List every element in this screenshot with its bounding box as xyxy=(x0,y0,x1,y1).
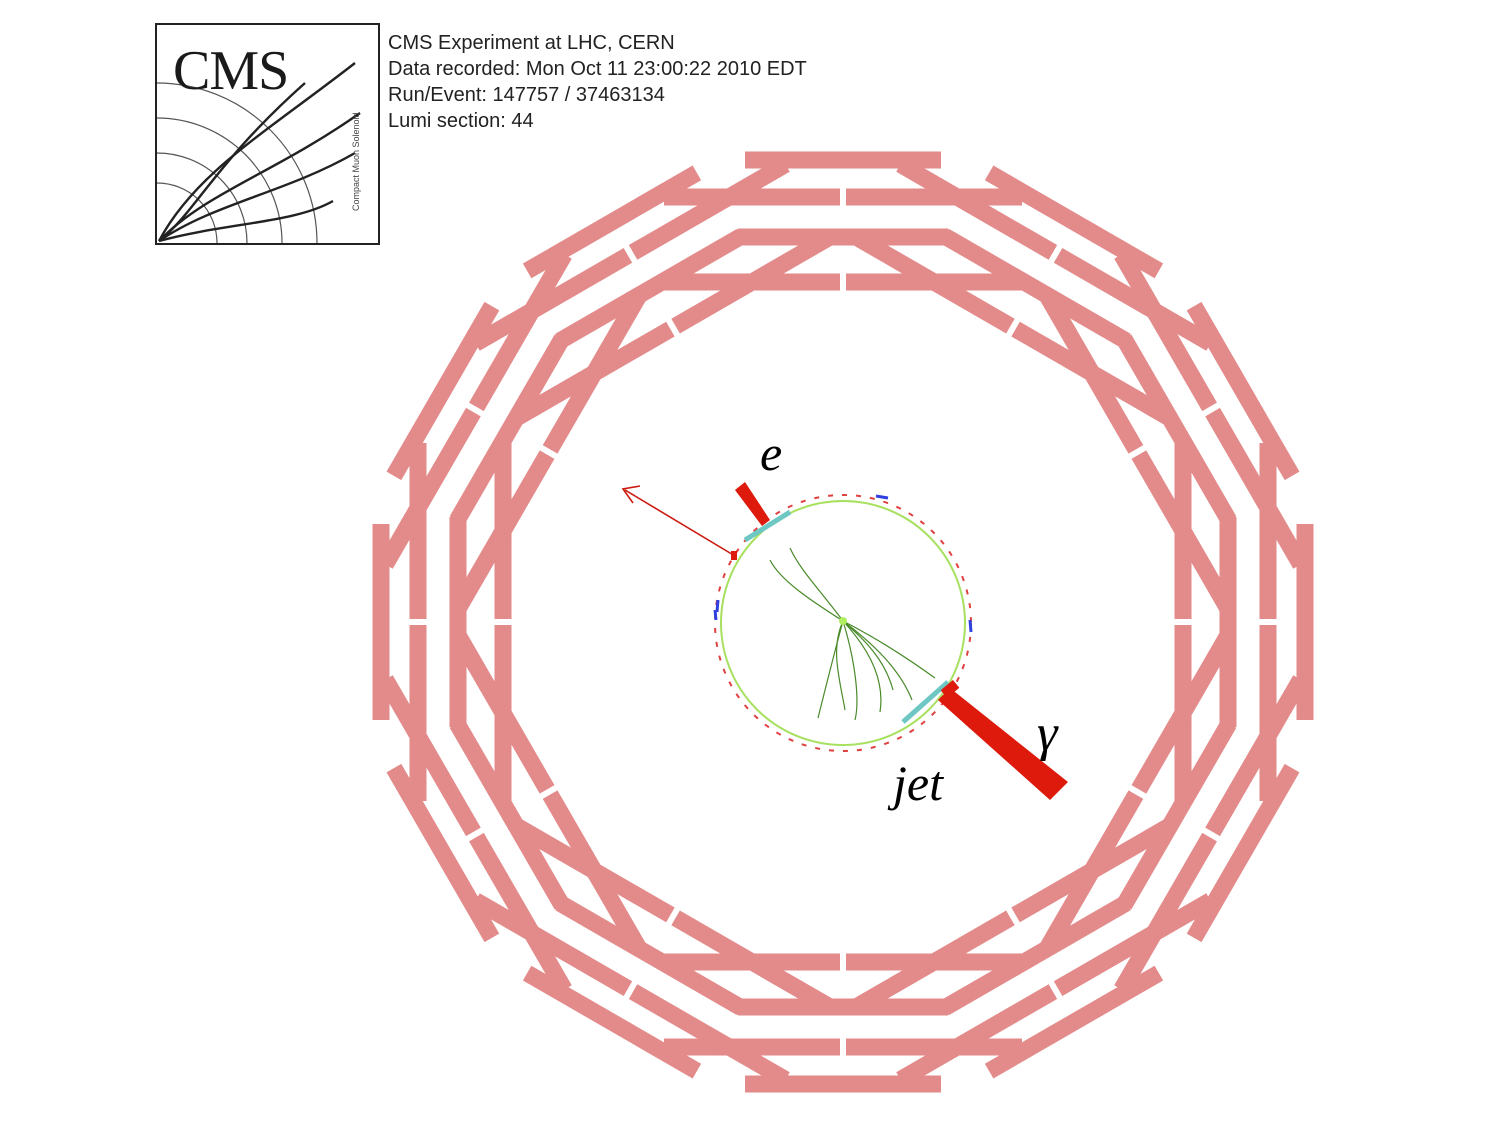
photon-label: γ xyxy=(1037,705,1059,762)
muon-chamber xyxy=(469,832,572,994)
cms-logo-word: CMS xyxy=(173,40,289,102)
met-arrow xyxy=(621,485,737,560)
muon-chamber xyxy=(451,450,555,612)
muon-chamber xyxy=(378,407,481,569)
muon-chamber xyxy=(471,893,633,996)
muon-chamber xyxy=(522,965,702,1079)
muon-chamber xyxy=(1186,301,1300,481)
ecal-hits xyxy=(743,509,950,724)
muon-chamber xyxy=(628,984,790,1087)
muon-chamber xyxy=(853,910,1015,1014)
muon-chamber xyxy=(984,965,1164,1079)
muon-chamber xyxy=(1114,832,1217,994)
muon-chamber xyxy=(1205,407,1308,569)
muon-chamber xyxy=(738,998,948,1016)
photon-tower xyxy=(938,688,1068,800)
muon-chamber xyxy=(738,228,948,246)
muon-chamber xyxy=(372,524,390,720)
muon-chamber xyxy=(1219,517,1237,727)
muon-chamber xyxy=(449,517,467,727)
tracker-boundary xyxy=(720,500,966,746)
muon-chamber xyxy=(1053,893,1215,996)
muon-chamber xyxy=(449,719,570,910)
hcal-blue-hits xyxy=(713,494,973,633)
muon-chamber xyxy=(1114,250,1217,412)
jet-deposit xyxy=(940,680,960,698)
muon-chamber xyxy=(664,273,840,291)
electron-label: e xyxy=(760,425,782,481)
muon-chamber xyxy=(671,910,833,1014)
muon-chamber xyxy=(1296,524,1314,720)
tracks xyxy=(769,547,936,721)
jet-label: jet xyxy=(887,755,944,811)
muon-chamber xyxy=(471,248,633,351)
muon-chamber xyxy=(1116,334,1237,525)
cms-logo-graphic xyxy=(155,23,380,245)
tracker xyxy=(713,494,973,752)
muon-chamber xyxy=(896,984,1058,1087)
muon-chamber xyxy=(896,157,1058,260)
muon-chamber xyxy=(745,1075,941,1093)
muon-chamber xyxy=(386,301,500,481)
cms-logo: CMS Compact Muon Solenoid xyxy=(155,23,380,245)
muon-chamber xyxy=(1131,632,1235,794)
muon-chamber xyxy=(1186,763,1300,943)
energy-deposits xyxy=(735,482,1068,800)
experiment-line: CMS Experiment at LHC, CERN xyxy=(388,32,675,54)
muon-chamber xyxy=(522,165,702,279)
muon-chamber xyxy=(1040,292,1144,454)
muon-chamber xyxy=(628,157,790,260)
muon-chamber xyxy=(664,188,840,206)
date-line: Data recorded: Mon Oct 11 23:00:22 2010 … xyxy=(388,58,807,80)
muon-chamber xyxy=(853,230,1015,334)
muon-chamber xyxy=(940,895,1131,1016)
muon-chamber xyxy=(940,228,1131,349)
muon-chamber xyxy=(1116,719,1237,910)
muon-chamber xyxy=(1174,443,1192,619)
muon-chamber xyxy=(449,334,570,525)
muon-chamber xyxy=(542,790,646,952)
muon-chamber xyxy=(1205,675,1308,837)
muon-chamber xyxy=(494,625,512,801)
muon-chambers xyxy=(372,151,1314,1093)
vertex xyxy=(839,617,847,625)
lumi-line: Lumi section: 44 xyxy=(388,110,534,132)
muon-chamber xyxy=(1259,443,1277,619)
muon-chamber xyxy=(745,151,941,169)
event-info: CMS Experiment at LHC, CERN Data recorde… xyxy=(388,30,807,134)
run-event-line: Run/Event: 147757 / 37463134 xyxy=(388,84,665,106)
muon-chamber xyxy=(1053,248,1215,351)
muon-chamber xyxy=(555,895,746,1016)
muon-chamber xyxy=(469,250,572,412)
muon-chamber xyxy=(378,675,481,837)
muon-chamber xyxy=(409,625,427,801)
electron-tower xyxy=(735,482,770,526)
muon-chamber xyxy=(1011,819,1173,923)
muon-chamber xyxy=(984,165,1164,279)
muon-chamber xyxy=(386,763,500,943)
muon-chamber xyxy=(513,321,675,425)
muon-chamber xyxy=(555,228,746,349)
